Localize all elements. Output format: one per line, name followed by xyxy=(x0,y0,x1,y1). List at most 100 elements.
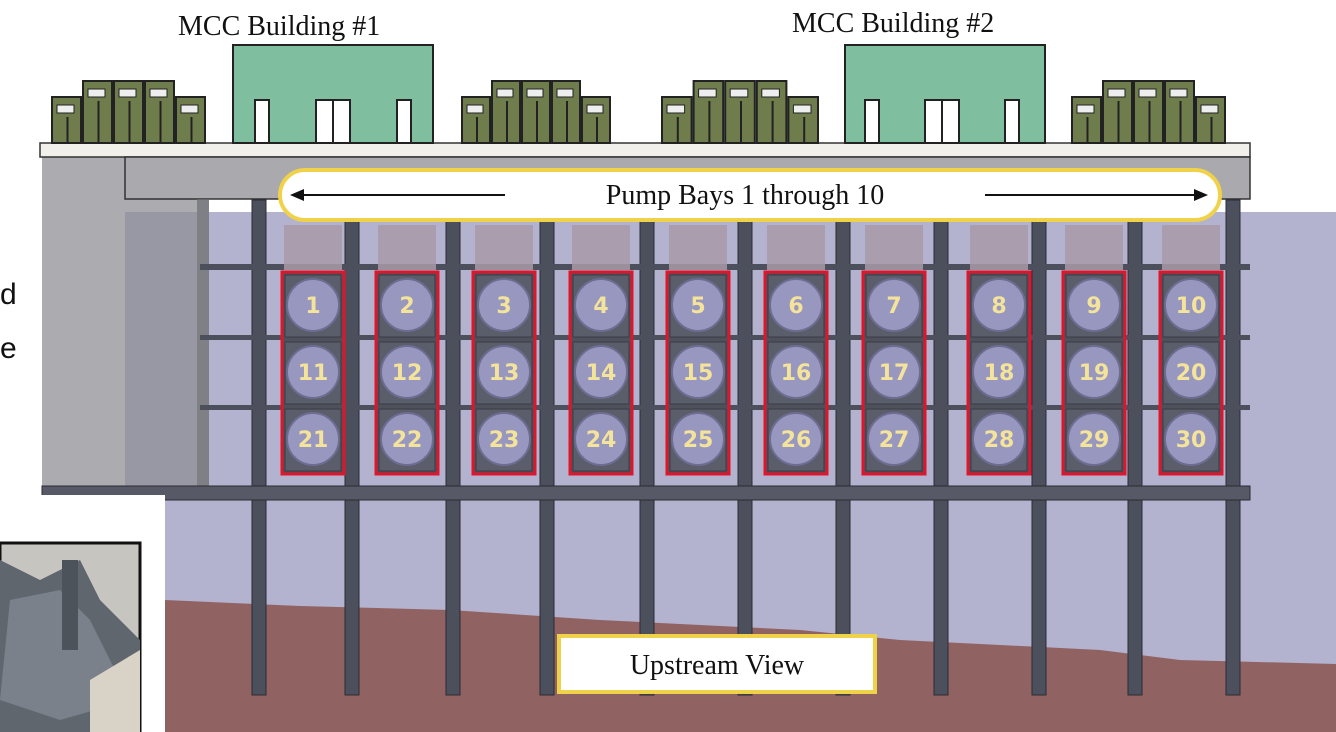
pump-number: 12 xyxy=(392,361,423,386)
frame-column xyxy=(539,199,555,696)
inset-photo xyxy=(0,495,165,732)
pump-number: 13 xyxy=(489,361,520,386)
pump-number: 27 xyxy=(879,428,910,453)
pump-number: 30 xyxy=(1176,428,1207,453)
pump-disc xyxy=(477,345,531,399)
frame-column xyxy=(445,199,461,696)
pump-number: 20 xyxy=(1176,361,1207,386)
cabinet-window xyxy=(118,88,137,98)
bay-upper-opening xyxy=(284,225,342,270)
pump-disc xyxy=(380,412,434,466)
pump-number: 24 xyxy=(586,428,617,453)
bay-outline xyxy=(471,270,537,476)
pump-disc xyxy=(574,345,628,399)
pump-bays-label: Pump Bays 1 through 10 xyxy=(606,180,884,211)
pump-number: 18 xyxy=(984,361,1015,386)
pump-disc xyxy=(769,412,823,466)
pump-number: 3 xyxy=(496,294,511,319)
bay-outline xyxy=(568,270,634,476)
side-text-2: e xyxy=(0,332,17,365)
pump-disc xyxy=(380,278,434,332)
cabinet-window xyxy=(1169,88,1188,98)
pump-disc xyxy=(867,412,921,466)
bay-upper-opening xyxy=(572,225,630,270)
frame-column xyxy=(933,199,949,696)
pump-number: 29 xyxy=(1079,428,1110,453)
frame-column xyxy=(1127,199,1143,696)
cabinet-window xyxy=(586,104,604,114)
electrical-cabinet xyxy=(692,80,725,144)
frame-column xyxy=(1031,199,1047,696)
pump-disc xyxy=(1067,278,1121,332)
pump-number: 1 xyxy=(305,294,320,319)
frame-column xyxy=(251,199,267,696)
cabinet-window xyxy=(496,88,514,98)
bay-upper-opening xyxy=(1162,225,1220,270)
bay-outline xyxy=(665,270,731,476)
pump-disc xyxy=(769,345,823,399)
pump-disc xyxy=(867,345,921,399)
cabinet-window xyxy=(149,88,168,98)
pump-disc xyxy=(1164,278,1218,332)
electrical-cabinets xyxy=(51,80,1226,144)
pump-disc xyxy=(972,345,1026,399)
pump-disc xyxy=(574,278,628,332)
pump-number: 14 xyxy=(586,361,617,386)
bay-outline xyxy=(763,270,829,476)
left-wall-inner xyxy=(197,200,209,490)
cabinet-window xyxy=(526,88,544,98)
pump-number: 7 xyxy=(886,294,901,319)
mcc-building-2 xyxy=(844,44,1046,144)
cabinet-window xyxy=(556,88,574,98)
mcc-building-2-label: MCC Building #2 xyxy=(792,8,994,39)
pump-number: 11 xyxy=(298,361,329,386)
pump-number: 15 xyxy=(683,361,714,386)
callout-arrow-right-head xyxy=(1194,189,1208,201)
deck-top xyxy=(39,142,1251,158)
mcc-building-1 xyxy=(232,44,434,144)
mcc-building-1-label: MCC Building #1 xyxy=(178,11,380,42)
frame-column xyxy=(344,199,360,696)
pump-disc xyxy=(972,278,1026,332)
side-text-1: d xyxy=(0,278,17,311)
pump-disc xyxy=(477,278,531,332)
cabinet-window xyxy=(1107,88,1126,98)
frame-column xyxy=(639,199,655,696)
bay-upper-opening xyxy=(378,225,436,270)
upstream-view-label: Upstream View xyxy=(630,650,805,681)
pump-number: 5 xyxy=(690,294,705,319)
pump-number: 17 xyxy=(879,361,910,386)
pump-number: 21 xyxy=(298,428,329,453)
pump-bays-callout xyxy=(278,168,1222,222)
bay-upper-opening xyxy=(475,225,533,270)
cabinet-window xyxy=(761,88,780,98)
callout-arrow-left-head xyxy=(290,189,304,201)
cabinet-window xyxy=(666,104,686,114)
frame-columns xyxy=(50,199,1241,696)
pump-number: 23 xyxy=(489,428,520,453)
left-wall xyxy=(42,155,197,490)
frame-column xyxy=(737,199,753,696)
frame-column xyxy=(1225,199,1241,696)
pump-disc xyxy=(286,345,340,399)
upstream-view-box xyxy=(557,634,877,694)
cabinet-window xyxy=(180,104,199,114)
bay-upper-opening xyxy=(669,225,727,270)
cabinet-window xyxy=(729,88,749,98)
bay-upper-opening xyxy=(970,225,1028,270)
cabinet-window xyxy=(1200,104,1219,114)
pump-bay: 3 13 23 xyxy=(471,225,537,476)
frame-column xyxy=(835,199,851,696)
pump-disc xyxy=(574,412,628,466)
pump-number: 8 xyxy=(991,294,1006,319)
bay-outline xyxy=(1061,270,1127,476)
pump-disc xyxy=(671,278,725,332)
pump-bays: 1112121222313234142451525616267172781828… xyxy=(280,225,1224,476)
cabinet-window xyxy=(466,104,484,114)
pump-number: 10 xyxy=(1176,294,1207,319)
